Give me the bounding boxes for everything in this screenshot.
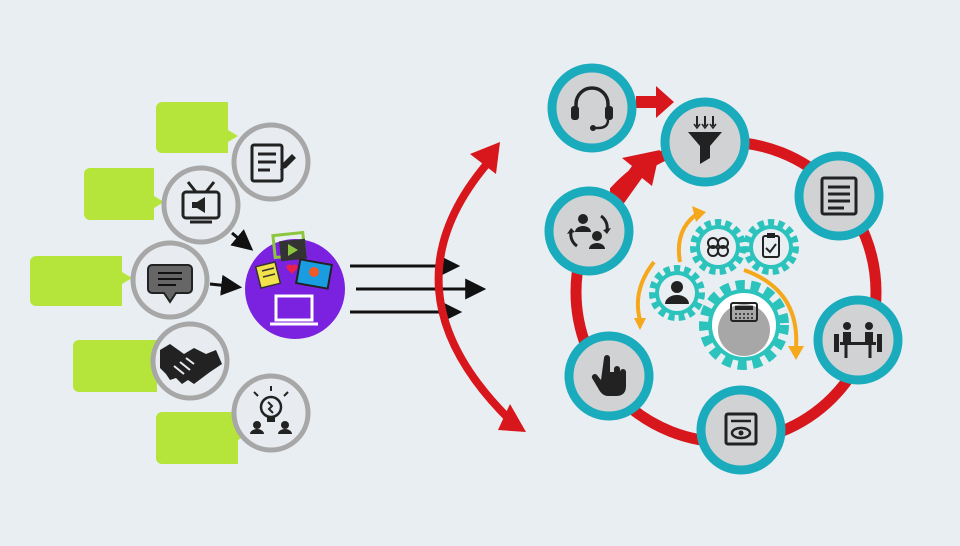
lime-bubble-4 <box>73 340 167 392</box>
lime-bubble-1 <box>156 102 238 153</box>
lime-bubble-5 <box>156 412 248 464</box>
brain-gear-icon <box>690 219 746 275</box>
red-double-arc <box>434 142 526 432</box>
orange-arrow-left <box>635 260 656 321</box>
hub-output-arrows <box>350 255 487 323</box>
customer-cycle-icon <box>544 186 634 276</box>
arrow-headset-to-funnel <box>636 86 674 118</box>
arrow-tv-to-hub <box>230 229 254 251</box>
cycle <box>544 63 903 475</box>
source-idea-icon <box>231 373 311 453</box>
lime-bubble-3 <box>30 256 132 306</box>
source-handshake-icon <box>150 321 230 401</box>
source-document-icon <box>231 122 311 202</box>
list-document-icon <box>794 151 884 241</box>
person-gear-icon <box>649 265 705 321</box>
register-gear-icon <box>699 280 789 370</box>
arrow-chat-to-hub <box>209 274 243 296</box>
lime-bubbles <box>30 102 248 464</box>
headset-icon <box>547 63 637 153</box>
red-arc-arrowhead-top <box>470 142 500 174</box>
gear-cluster <box>634 206 804 370</box>
lime-bubble-2 <box>84 168 164 220</box>
click-hand-icon <box>564 331 654 421</box>
source-chat-icon <box>130 240 210 320</box>
media-content-hub-icon <box>245 230 345 339</box>
orange-arrow-right <box>743 268 799 349</box>
left-sources <box>30 102 311 464</box>
eye-document-icon <box>696 385 786 475</box>
red-arc-arrowhead-bottom <box>498 404 526 432</box>
checklist-gear-icon <box>743 219 799 275</box>
funnel-icon <box>660 97 750 187</box>
source-tv-icon <box>161 165 241 245</box>
meeting-icon <box>813 295 903 385</box>
